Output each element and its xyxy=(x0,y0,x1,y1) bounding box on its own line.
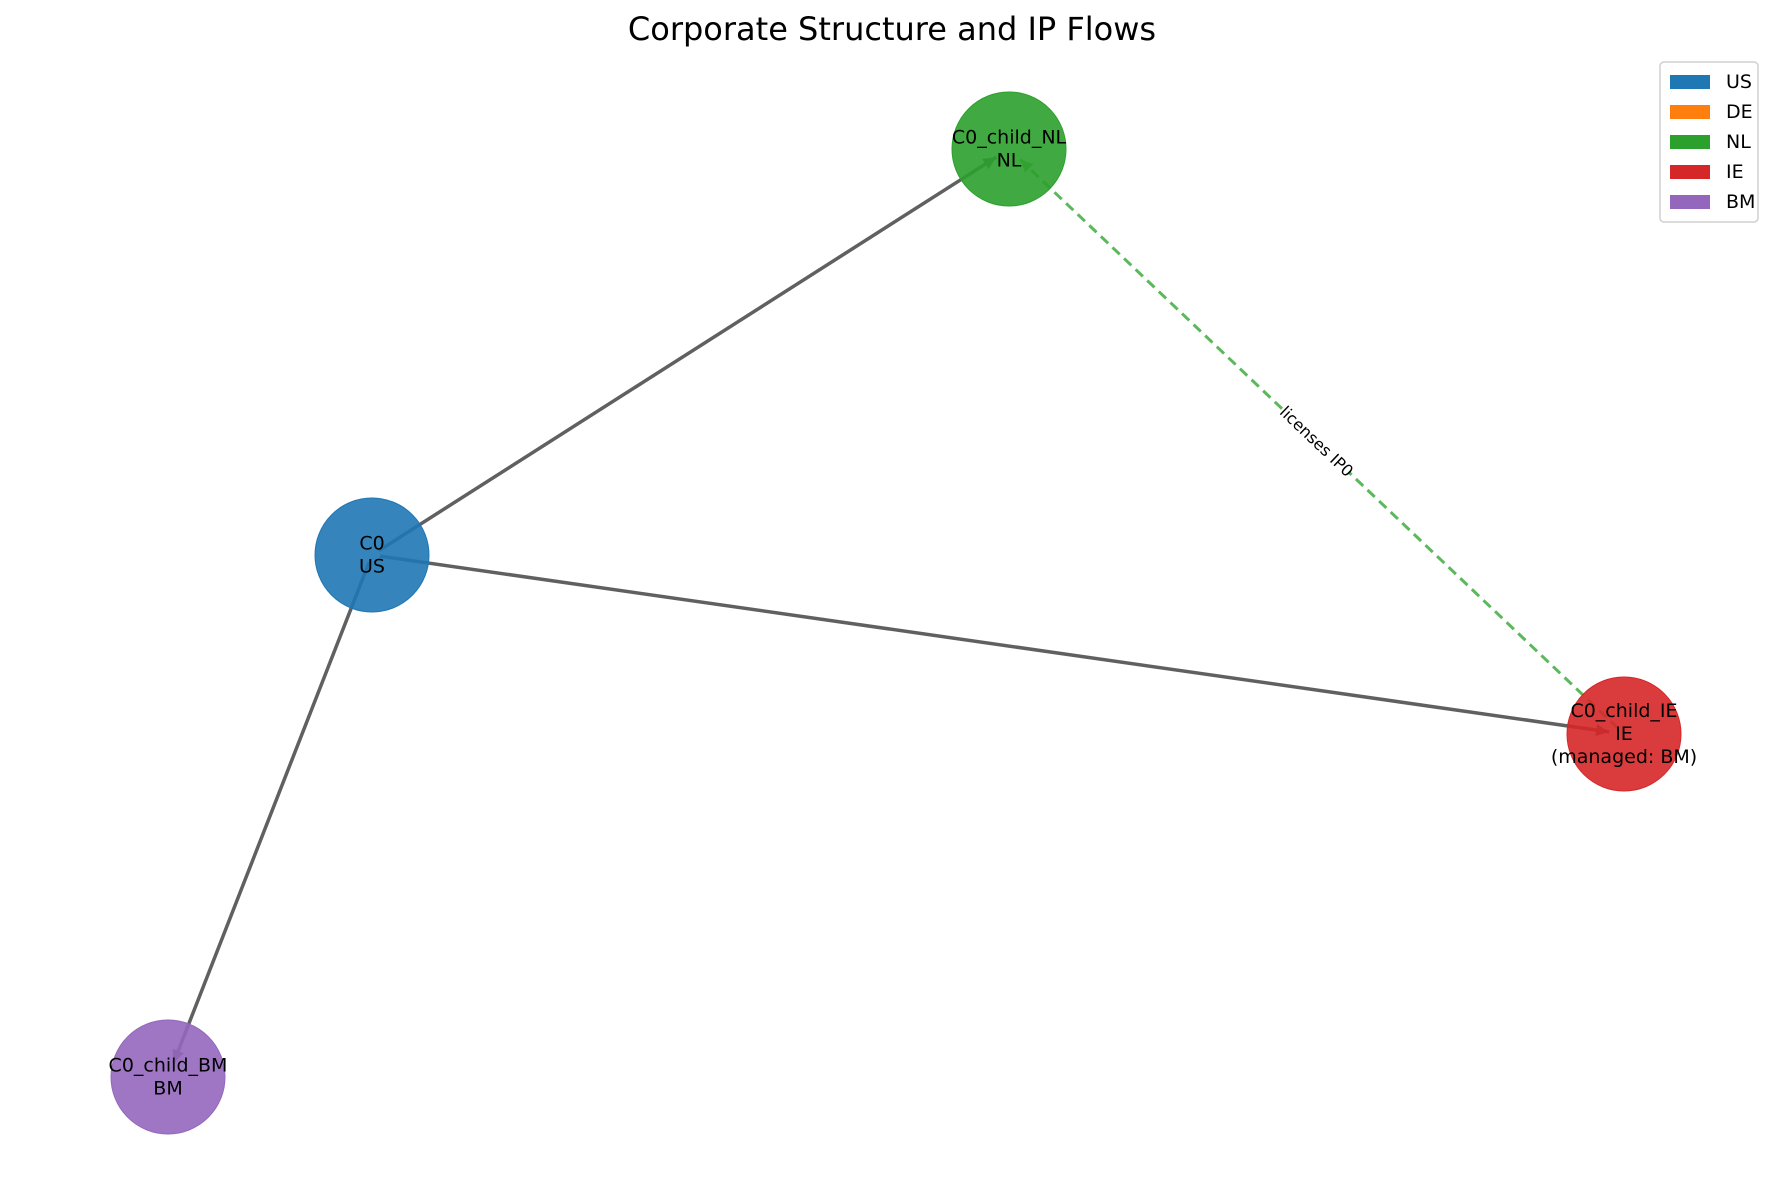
diagram-title: Corporate Structure and IP Flows xyxy=(628,10,1156,48)
edges-layer: licenses IP0 xyxy=(171,155,1620,1064)
legend-entry-bm: BM xyxy=(1670,191,1755,213)
node-circle xyxy=(951,91,1067,207)
legend-entry-us: US xyxy=(1670,71,1752,93)
node-label-line: NL xyxy=(997,150,1022,172)
edge-label-group: licenses IP0 xyxy=(1276,402,1357,480)
node-label-line: C0_child_IE xyxy=(1570,700,1677,722)
edge-C0-to-C0_child_NL xyxy=(377,155,998,553)
edge-C0-to-C0_child_BM xyxy=(171,561,371,1064)
node-label-line: US xyxy=(359,556,385,578)
legend-entry-de: DE xyxy=(1670,101,1753,123)
edge-line xyxy=(1018,158,1620,730)
edge-C0-to-C0_child_IE xyxy=(379,554,1610,736)
legend-swatch xyxy=(1670,105,1710,119)
node-label-line: C0_child_BM xyxy=(109,1055,228,1077)
node-circle xyxy=(314,497,430,613)
node-label-line: BM xyxy=(153,1078,182,1100)
edge-line xyxy=(377,155,998,553)
legend: US DE NL IE BM xyxy=(1659,61,1759,223)
legend-label: DE xyxy=(1726,101,1753,123)
node-circle xyxy=(110,1019,226,1135)
node-circle xyxy=(1566,676,1682,792)
legend-swatch xyxy=(1670,165,1710,179)
edge-label: licenses IP0 xyxy=(1276,402,1357,480)
legend-swatch xyxy=(1670,135,1710,149)
legend-entry-ie: IE xyxy=(1670,161,1744,183)
node-label-line: C0_child_NL xyxy=(952,127,1067,149)
legend-label: NL xyxy=(1726,131,1751,153)
node-label-line: C0 xyxy=(359,533,384,555)
edge-label-background xyxy=(1277,403,1356,480)
legend-entries: US DE NL IE BM xyxy=(1670,71,1755,213)
legend-swatch xyxy=(1670,75,1710,89)
node-label-line: IE xyxy=(1615,723,1633,745)
legend-entry-nl: NL xyxy=(1670,131,1751,153)
edge-line xyxy=(171,561,371,1064)
edge-line xyxy=(379,554,1610,734)
legend-label: IE xyxy=(1726,161,1744,183)
legend-label: US xyxy=(1726,71,1752,93)
node-label-line: (managed: BM) xyxy=(1551,746,1697,768)
edge-C0_child_IE-to-C0_child_NL: licenses IP0 xyxy=(1018,158,1620,730)
legend-swatch xyxy=(1670,195,1710,209)
legend-label: BM xyxy=(1726,191,1755,213)
